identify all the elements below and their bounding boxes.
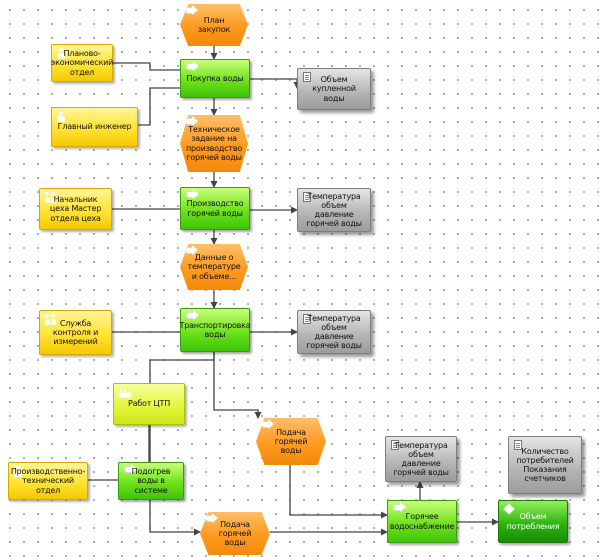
person-icon — [57, 111, 65, 122]
connector — [138, 87, 180, 126]
event-supply-hot-water-1[interactable]: Подача горячей воды — [256, 418, 326, 465]
function-transport-water[interactable]: Транспортировка воды — [180, 308, 251, 352]
group-icon — [45, 192, 59, 203]
document-icon — [514, 440, 522, 450]
arrow-icon — [124, 464, 137, 474]
event-supply-hot-water-2[interactable]: Подача горячей воды — [200, 512, 270, 555]
function-hot-water-supply[interactable]: Горячее водоснабжение — [387, 500, 457, 543]
connector — [149, 500, 201, 536]
document-icon — [391, 440, 399, 450]
connector — [213, 352, 262, 419]
arrow-icon — [393, 502, 406, 512]
arrow-icon — [205, 513, 218, 523]
factory-icon — [119, 389, 131, 398]
function-produce-hot-water[interactable]: Производство горячей воды — [180, 187, 250, 230]
arrow-icon — [185, 116, 198, 126]
arrow-icon — [186, 310, 199, 320]
arrow-icon — [185, 5, 198, 15]
system-tpp-work[interactable]: Работ ЦТП — [113, 383, 185, 425]
event-tech-assignment[interactable]: Техническое задание на производство горя… — [180, 115, 248, 172]
arrow-icon — [186, 189, 199, 199]
connector — [289, 465, 388, 519]
connector — [250, 78, 301, 89]
group-icon — [45, 314, 59, 325]
document-icon — [303, 72, 311, 82]
arrow-icon — [185, 245, 198, 255]
function-prepare-water[interactable]: Подогрев воды в системе — [118, 462, 184, 500]
document-icon — [303, 314, 311, 324]
event-temp-data[interactable]: Данные о температуре и объеме... — [180, 244, 248, 290]
org-planning-dept[interactable]: Планово-экономический отдел — [51, 44, 113, 82]
doc-temp-params-3[interactable]: Температура объем давление горячей воды — [385, 436, 457, 482]
org-production-dept[interactable]: Производственно-технический отдел — [8, 462, 88, 500]
person-icon — [14, 466, 22, 477]
person-icon — [57, 48, 65, 59]
connector — [113, 62, 180, 71]
doc-temp-params-2[interactable]: Температура объем давление горячей воды — [297, 310, 371, 354]
arrow-icon — [186, 61, 199, 71]
event-plan-purchase[interactable]: План закупок — [180, 4, 248, 46]
function-purchase-water[interactable]: Покупка воды — [180, 59, 250, 98]
doc-temp-params-1[interactable]: Температура объем давление горячей воды — [297, 188, 371, 232]
doc-consumers-count[interactable]: Количество потребителей Показания счетчи… — [508, 436, 582, 494]
document-icon — [303, 192, 311, 202]
arrow-icon — [261, 419, 274, 429]
org-shop-head[interactable]: Начальник цеха Мастер отдела цеха — [39, 188, 112, 230]
org-measurement-service[interactable]: Служба контроля и измерений — [39, 310, 112, 355]
function-consumption-volume[interactable]: Объем потребления — [498, 500, 568, 543]
org-chief-engineer[interactable]: Главный инженер — [51, 107, 138, 147]
doc-purchased-volume[interactable]: Объем купленной воды — [297, 68, 371, 110]
